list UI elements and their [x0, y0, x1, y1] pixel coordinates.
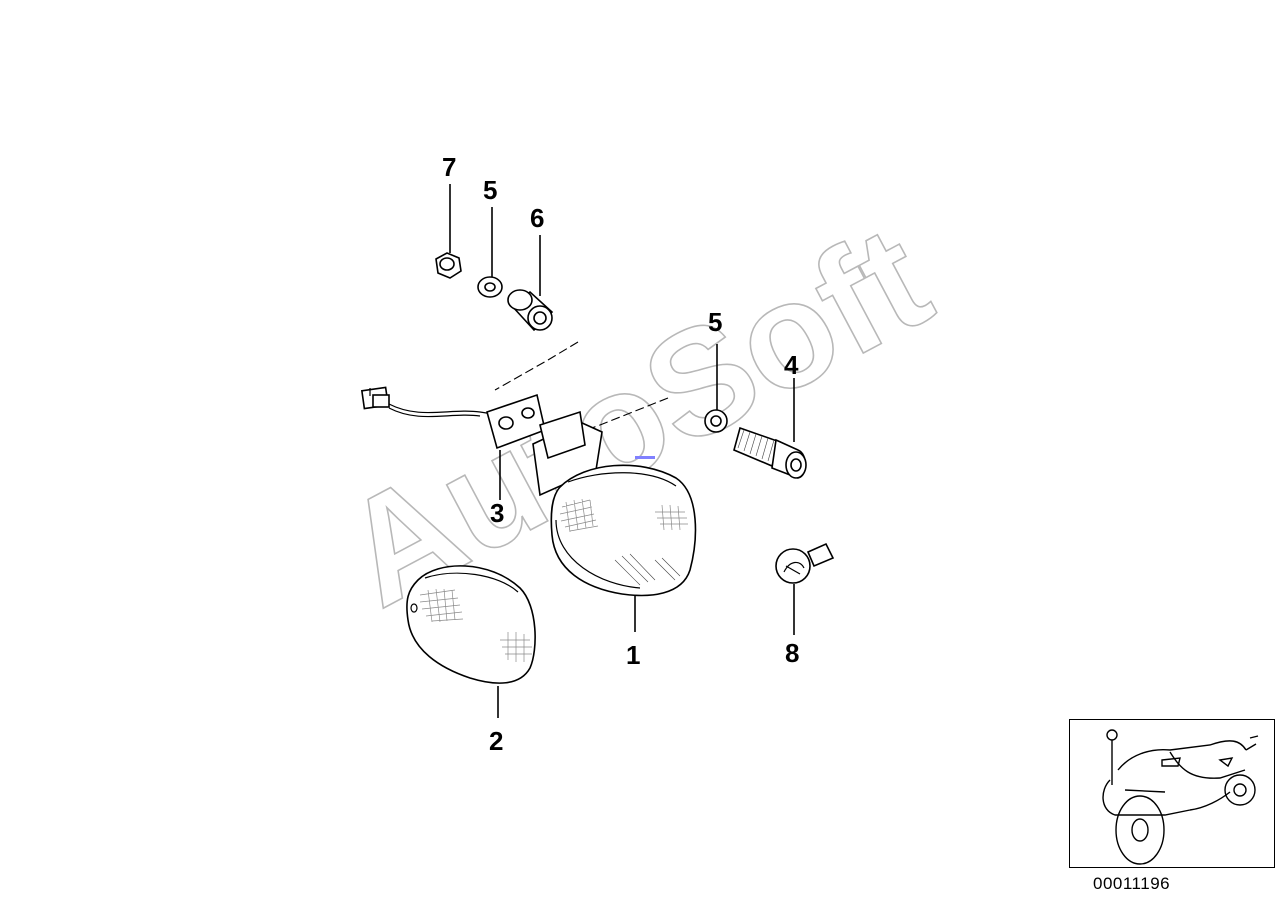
callout-5-lower: 5	[708, 307, 722, 337]
part-1-turn-signal-light	[550, 464, 697, 632]
part-5-washer-upper	[477, 207, 503, 298]
callout-6: 6	[530, 203, 544, 233]
part-5-washer-lower	[704, 344, 728, 433]
vehicle-location-thumbnail	[1069, 719, 1275, 868]
part-2-turn-signal-lens	[406, 565, 536, 718]
callout-2: 2	[489, 726, 503, 756]
callout-7: 7	[442, 152, 456, 182]
part-6-spacer-sleeve	[507, 235, 554, 332]
callout-8: 8	[785, 638, 799, 668]
connector-plug	[360, 386, 390, 410]
callout-5-upper: 5	[483, 175, 497, 205]
assembly-line-upper	[494, 341, 579, 391]
lamp-housing-stem	[532, 410, 603, 497]
part-7-hex-nut	[435, 184, 462, 279]
part-8-bulb	[775, 542, 835, 635]
callout-4: 4	[784, 350, 799, 380]
part-4-bolt	[733, 378, 807, 479]
motorcycle-icon	[1102, 729, 1259, 865]
callout-1: 1	[626, 640, 640, 670]
callout-3: 3	[490, 498, 504, 528]
reference-code: 00011196	[1093, 874, 1171, 893]
marker-tick	[635, 456, 655, 459]
